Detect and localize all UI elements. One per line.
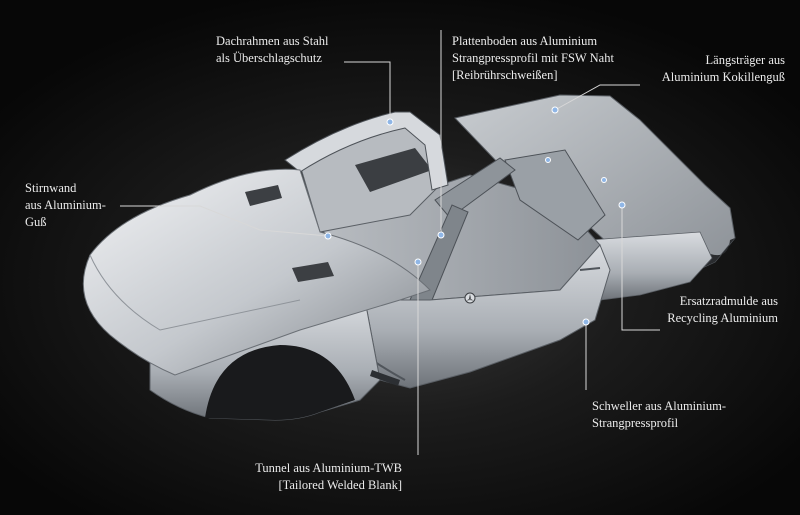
label-tunnel: Tunnel aus Aluminium-TWB [Tailored Welde… [255, 461, 402, 492]
front-wheel-arch [205, 345, 355, 420]
hood [82, 168, 431, 376]
marker-schweller [582, 318, 590, 326]
label-schweller: Schweller aus Aluminium- Strangpressprof… [592, 399, 727, 430]
windshield-frame [284, 111, 449, 191]
marker-rear-extra [601, 177, 607, 183]
marker-stirnwand [324, 232, 332, 240]
hood-vent-right [292, 262, 334, 282]
seat-bulkhead [504, 149, 606, 241]
label-plattenboden: Plattenboden aus Aluminium Strangpresspr… [452, 34, 614, 82]
marker-dachrahmen [386, 118, 394, 126]
marker-plattenboden [437, 231, 445, 239]
leader-ersatzradmulde [621, 205, 660, 331]
label-dachrahmen: Dachrahmen aus Stahl als Überschlagschut… [216, 34, 329, 65]
door-panel [364, 244, 611, 389]
label-laengstraeger: Längsträger aus Aluminium Kokillenguß [661, 53, 785, 84]
roll-bar [434, 157, 516, 219]
marker-laengstraeger [551, 106, 559, 114]
side-gill [370, 370, 400, 386]
label-stirnwand: Stirnwand aus Aluminium- Guß [25, 181, 106, 229]
marker-floor-extra [545, 157, 551, 163]
leader-stirnwand [120, 205, 329, 237]
mercedes-star-emblem [464, 292, 476, 304]
hood-vent-left [245, 185, 282, 206]
leader-dachrahmen [344, 61, 391, 122]
marker-ersatzradmulde [618, 201, 626, 209]
label-ersatzradmulde: Ersatzradmulde aus Recycling Aluminium [667, 294, 778, 325]
leader-laengstraeger [554, 84, 640, 111]
marker-tunnel [414, 258, 422, 266]
